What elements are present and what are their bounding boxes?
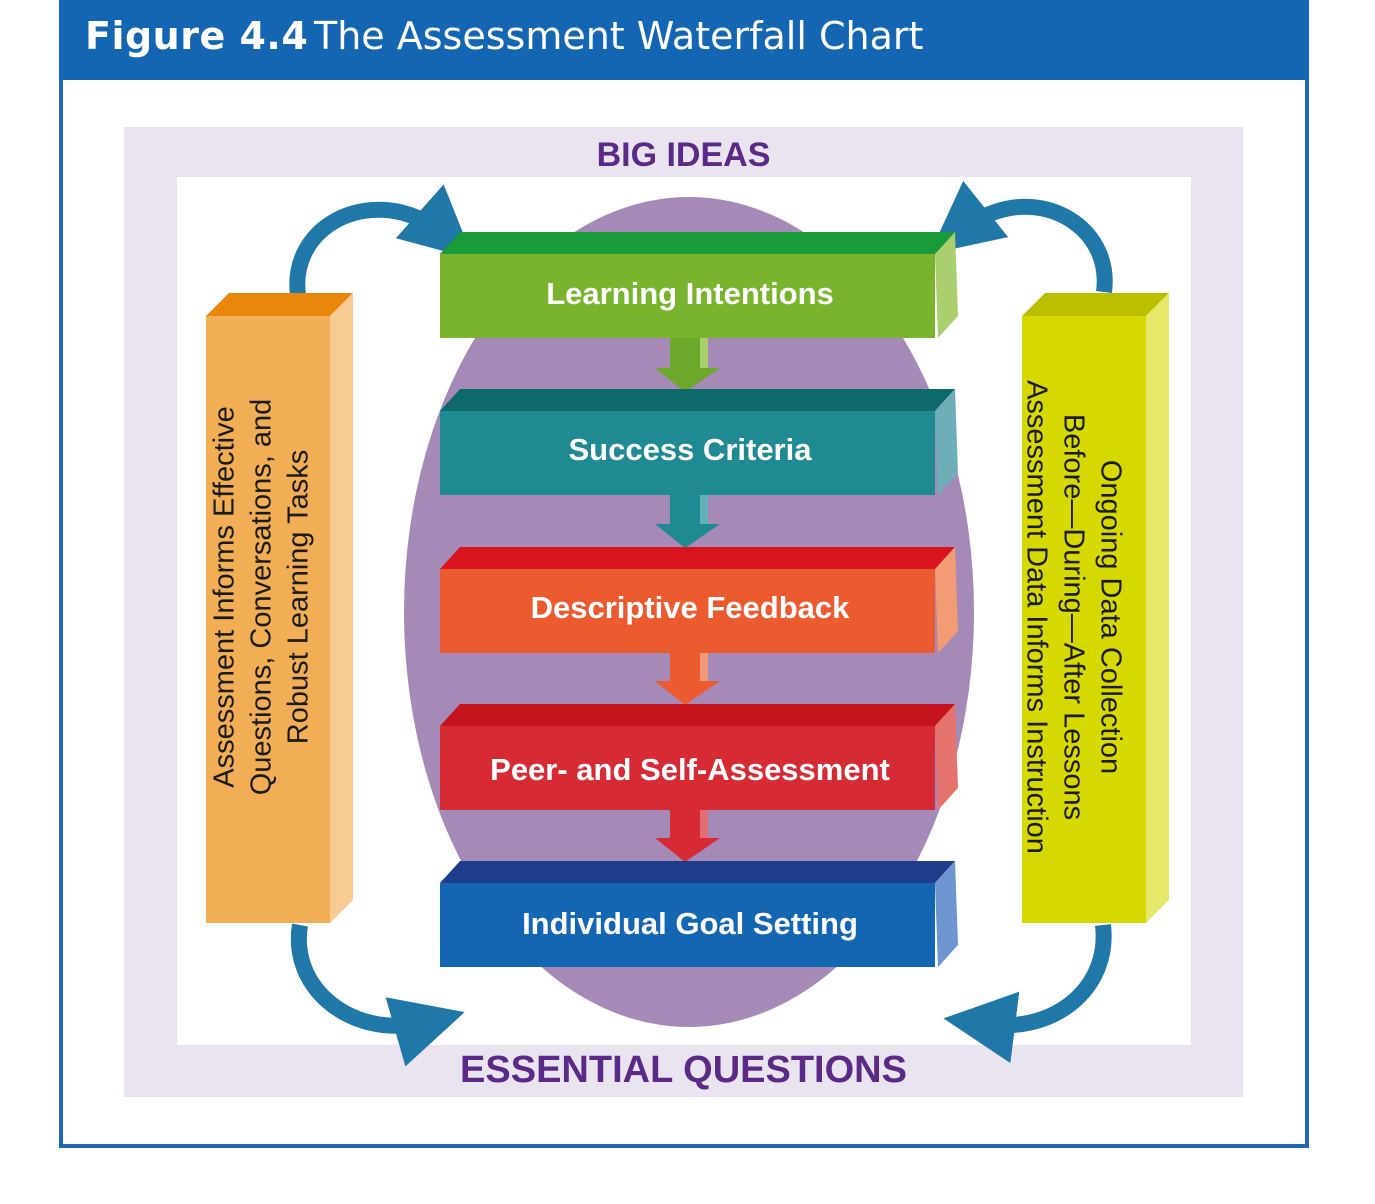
left-pillar-line: Robust Learning Tasks (282, 449, 315, 745)
stage-bar-success-criteria (440, 389, 958, 495)
stage-bar-individual-goal-setting (440, 861, 958, 967)
left-pillar-line: Questions, Conversations, and (245, 398, 278, 796)
stage-bar-peer-self-assessment (440, 704, 958, 810)
left-pillar (206, 293, 353, 923)
curved-arrow-bottom-left (290, 923, 465, 1067)
figure-header: Figure 4.4 The Assessment Waterfall Char… (59, 0, 1309, 80)
stage-label-learning-intentions: Learning Intentions (546, 276, 834, 311)
curved-arrow-top-left (289, 184, 474, 297)
right-pillar-line: Before—During—After Lessons (1057, 413, 1090, 821)
stage-label-descriptive-feedback: Descriptive Feedback (530, 590, 850, 625)
curved-arrow-bottom-right (943, 924, 1112, 1064)
right-pillar-line: Assessment Data Informs Instruction (1020, 380, 1053, 854)
stage-bar-descriptive-feedback (440, 547, 958, 653)
left-pillar-text: Assessment Informs Effective Questions, … (207, 317, 318, 877)
essential-questions-label: ESSENTIAL QUESTIONS (460, 1049, 907, 1091)
figure-title: The Assessment Waterfall Chart (314, 14, 924, 58)
stage-connectors (655, 336, 720, 862)
stage-label-success-criteria: Success Criteria (568, 432, 812, 467)
left-pillar-line: Assessment Informs Effective (208, 406, 241, 788)
stage-label-peer-self-assessment: Peer- and Self-Assessment (490, 752, 890, 787)
right-pillar-line: Ongoing Data Collection (1094, 459, 1127, 775)
right-pillar (1022, 293, 1169, 923)
curved-arrow-top-right (929, 180, 1113, 294)
right-pillar-text: Ongoing Data Collection Before—During—Af… (1018, 337, 1129, 897)
figure-label: Figure 4.4 (85, 14, 309, 58)
stage-label-individual-goal-setting: Individual Goal Setting (522, 906, 858, 941)
big-ideas-label: BIG IDEAS (596, 136, 771, 174)
stage-bar-learning-intentions (440, 232, 958, 338)
